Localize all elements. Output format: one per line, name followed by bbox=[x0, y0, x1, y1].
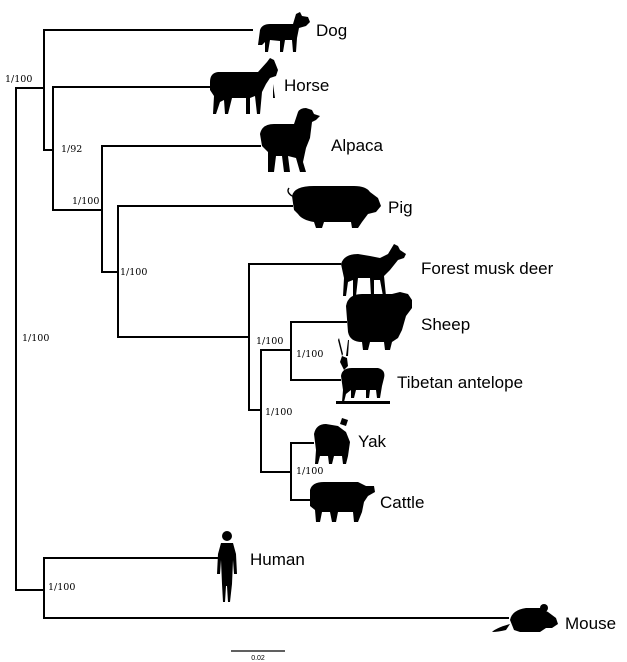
label-musk-deer: Forest musk deer bbox=[421, 259, 554, 278]
support-yak-cattle: 1/100 bbox=[296, 466, 323, 477]
musk-deer-icon bbox=[341, 244, 406, 296]
scale-bar: 0.02 bbox=[231, 651, 285, 662]
pig-icon bbox=[288, 186, 381, 228]
support-human-mouse: 1/100 bbox=[48, 582, 75, 593]
label-mouse: Mouse bbox=[565, 614, 616, 633]
label-antelope: Tibetan antelope bbox=[397, 373, 523, 392]
support-root: 1/100 bbox=[22, 333, 49, 344]
scale-bar-label: 0.02 bbox=[251, 655, 265, 662]
support-ruminant: 1/100 bbox=[256, 336, 283, 347]
label-dog: Dog bbox=[316, 21, 347, 40]
yak-icon bbox=[314, 418, 350, 464]
dog-icon bbox=[258, 12, 310, 52]
support-bovid: 1/100 bbox=[265, 407, 292, 418]
support-pig: 1/100 bbox=[120, 267, 147, 278]
label-alpaca: Alpaca bbox=[331, 136, 384, 155]
horse-icon bbox=[210, 58, 278, 114]
human-icon bbox=[217, 531, 237, 602]
support-horse: 1/92 bbox=[61, 144, 82, 155]
label-horse: Horse bbox=[284, 76, 329, 95]
label-yak: Yak bbox=[358, 432, 387, 451]
cattle-icon bbox=[310, 482, 375, 522]
support-alpaca: 1/100 bbox=[72, 196, 99, 207]
label-human: Human bbox=[250, 550, 305, 569]
label-sheep: Sheep bbox=[421, 315, 470, 334]
alpaca-icon bbox=[260, 108, 320, 172]
label-pig: Pig bbox=[388, 198, 413, 217]
support-sheep-antelope: 1/100 bbox=[296, 349, 323, 360]
support-root-upper: 1/100 bbox=[5, 74, 32, 85]
label-cattle: Cattle bbox=[380, 493, 424, 512]
sheep-icon bbox=[346, 292, 412, 350]
